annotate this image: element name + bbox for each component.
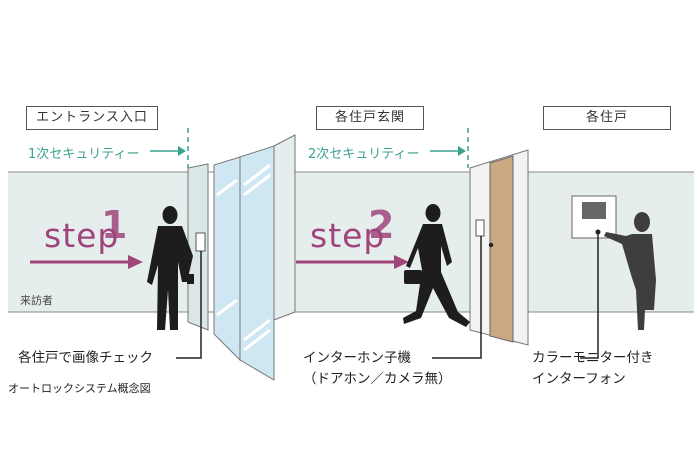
caption-monitor: カラーモニター付き インターフォン [532,348,654,390]
door-intercom-panel [475,219,485,237]
zone-label-unit: 各住戸 [543,106,671,130]
security-label-first: 1次セキュリティー [28,147,140,162]
visitor-standing-silhouette [147,206,194,330]
step1-word: step [44,216,120,255]
zone-label-entrance: エントランス入口 [26,106,158,130]
zone-label-front-door: 各住戸玄関 [316,106,424,130]
step1-number: 1 [101,203,128,247]
resident-silhouette [604,212,656,330]
unit-door-wood [489,155,514,343]
visitor-walking-silhouette [403,204,470,327]
caption-entrance-check: 各住戸で画像チェック [18,350,153,366]
diagram-title: オートロックシステム概念図 [8,382,151,395]
caption-intercom-line1: インターホン子機 [303,350,411,366]
caption-intercom: インターホン子機 （ドアホン／カメラ無） [303,348,452,390]
leader-door-intercom [432,236,482,359]
caption-monitor-line1: カラーモニター付き [532,350,654,366]
leader-entrance [176,251,202,359]
caption-intercom-line2: （ドアホン／カメラ無） [303,371,452,387]
security-label-second: 2次セキュリティー [308,147,420,162]
entrance-wall-right [273,134,296,321]
leader-monitor [580,234,599,359]
visitor-label: 来訪者 [20,294,53,307]
entrance-intercom-panel [195,232,206,252]
glass-door-right [239,145,275,381]
step2-word: step [310,216,386,255]
step2-number: 2 [368,203,395,247]
wall-band-3 [528,172,694,312]
caption-monitor-line2: インターフォン [532,371,626,387]
